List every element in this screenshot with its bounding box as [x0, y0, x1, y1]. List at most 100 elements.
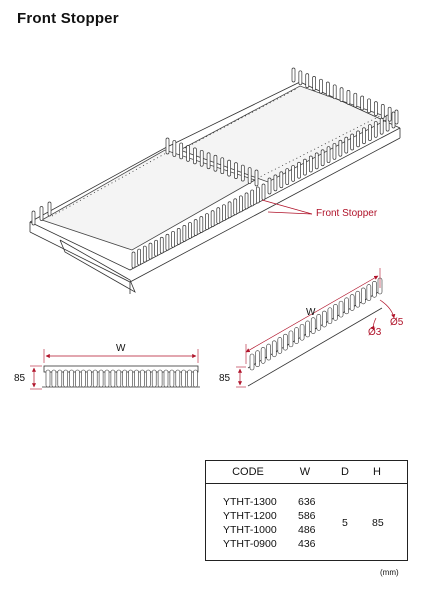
- stopper-finger: [206, 152, 211, 170]
- stopper-finger: [116, 369, 122, 388]
- table-cell-code: YTHT-0900: [223, 538, 277, 550]
- stopper-finger: [75, 369, 80, 388]
- stopper-finger: [233, 198, 238, 216]
- stopper-finger: [353, 92, 358, 108]
- stopper-finger: [394, 109, 399, 125]
- stopper-finger: [227, 201, 232, 219]
- stopper-finger: [361, 287, 366, 305]
- stopper-finger: [222, 204, 226, 222]
- stopper-finger: [332, 84, 337, 100]
- stopper-finger: [199, 216, 204, 233]
- stopper-finger: [368, 124, 372, 141]
- table-cell-width: 436: [298, 538, 316, 550]
- iso-stopper-fingers: [249, 277, 383, 371]
- stopper-finger: [260, 347, 266, 364]
- stopper-finger: [372, 281, 377, 298]
- stopper-finger: [299, 323, 305, 341]
- stopper-finger: [305, 73, 310, 88]
- stopper-finger: [154, 239, 158, 257]
- stopper-finger: [57, 369, 63, 388]
- stopper-finger: [279, 171, 284, 189]
- stopper-finger: [266, 343, 271, 361]
- header-d: D: [341, 466, 349, 478]
- stopper-finger: [51, 369, 57, 388]
- header-h: H: [373, 466, 381, 478]
- stopper-finger: [362, 127, 366, 145]
- stopper-finger: [271, 340, 277, 358]
- stopper-finger: [310, 317, 316, 334]
- stopper-finger: [277, 337, 283, 354]
- table-cell-width: 636: [298, 496, 316, 508]
- stopper-finger: [182, 225, 187, 242]
- stopper-finger: [213, 154, 218, 172]
- stopper-finger: [355, 290, 361, 308]
- stopper-finger: [142, 245, 147, 263]
- stopper-finger: [367, 98, 371, 114]
- stopper-finger: [249, 353, 255, 371]
- stopper-finger: [332, 143, 337, 160]
- stopper-finger: [387, 106, 392, 122]
- stopper-finger: [104, 369, 110, 388]
- iso-height-label: 85: [219, 373, 231, 384]
- stopper-finger: [360, 95, 365, 111]
- stopper-finger: [255, 350, 260, 367]
- stopper-finger: [98, 369, 104, 388]
- stopper-finger: [250, 189, 255, 207]
- stopper-finger: [69, 369, 74, 388]
- stopper-finger: [346, 90, 351, 105]
- front-stopper-fingers: [45, 369, 198, 388]
- front-width-label: W: [116, 343, 126, 354]
- diameter-small-leader: [370, 317, 377, 331]
- stopper-finger: [175, 369, 181, 388]
- callout-label: Front Stopper: [316, 208, 378, 219]
- stopper-finger: [87, 369, 92, 388]
- stopper-finger: [239, 195, 243, 213]
- stopper-finger: [81, 369, 86, 388]
- stopper-finger: [374, 101, 378, 116]
- stopper-finger: [146, 369, 151, 388]
- stopper-finger: [322, 310, 327, 328]
- stopper-finger: [320, 149, 325, 167]
- stopper-finger: [140, 369, 145, 388]
- stopper-finger: [165, 233, 170, 251]
- front-stopper-callout: [261, 199, 313, 215]
- stopper-finger: [179, 142, 184, 160]
- code-column: YTHT-1300 YTHT-1200 YTHT-1000 YTHT-0900: [223, 495, 277, 551]
- stopper-finger: [349, 294, 355, 311]
- stopper-finger: [172, 140, 177, 157]
- page-title: Front Stopper: [17, 10, 119, 27]
- stopper-finger: [344, 297, 349, 315]
- stopper-finger: [234, 162, 238, 179]
- front-height-label: 85: [14, 373, 26, 384]
- stopper-finger: [305, 320, 310, 338]
- stopper-finger: [312, 76, 316, 91]
- stopper-finger: [205, 213, 209, 230]
- stopper-finger: [379, 117, 384, 135]
- stopper-finger: [199, 149, 204, 167]
- stopper-finger: [122, 369, 127, 388]
- diameter-large-leader: [379, 299, 396, 319]
- stopper-finger: [176, 227, 181, 245]
- stopper-finger: [148, 242, 153, 260]
- table-cell-code: YTHT-1300: [223, 496, 277, 508]
- header-code: CODE: [232, 466, 264, 478]
- table-cell-h: 85: [372, 517, 384, 529]
- stopper-finger: [380, 104, 385, 119]
- stopper-finger: [298, 70, 303, 86]
- stopper-finger: [110, 369, 116, 388]
- stopper-finger: [303, 158, 307, 176]
- front-rail: [29, 127, 401, 271]
- stopper-finger: [254, 169, 259, 187]
- stopper-finger: [171, 230, 175, 248]
- stopper-finger: [39, 206, 44, 221]
- stopper-finger: [47, 201, 52, 217]
- stopper-finger: [45, 369, 51, 388]
- back-rail: [29, 81, 401, 223]
- stopper-finger: [294, 327, 299, 344]
- stopper-finger: [319, 78, 323, 94]
- stopper-finger: [244, 192, 249, 210]
- stopper-finger: [285, 168, 290, 185]
- stopper-finger: [338, 300, 344, 318]
- stopper-finger: [193, 147, 197, 165]
